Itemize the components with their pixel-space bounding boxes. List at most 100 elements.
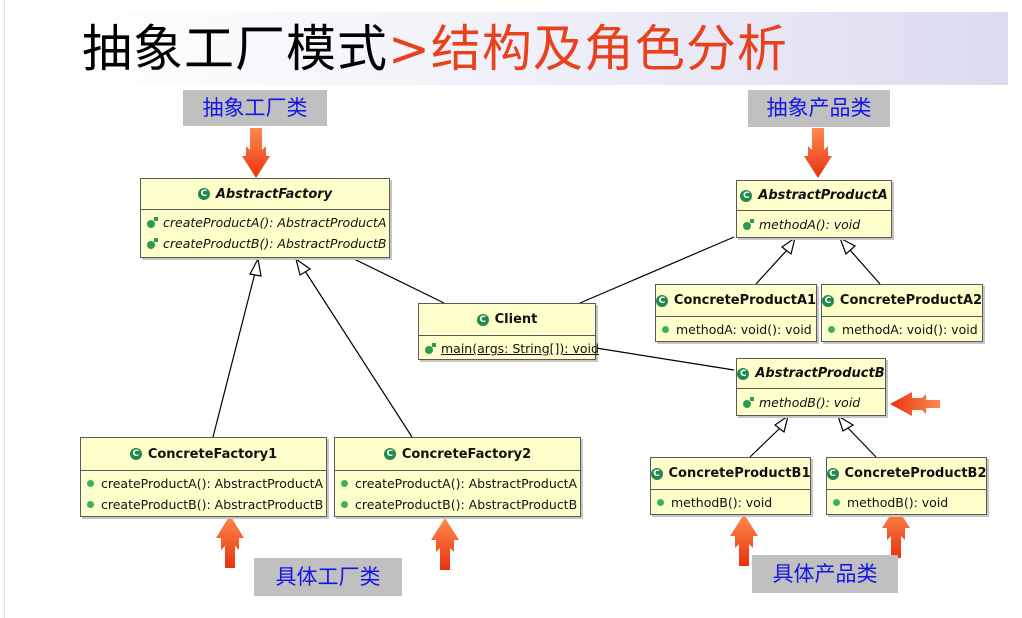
page-title: 抽象工厂模式>结构及角色分析: [82, 16, 788, 82]
label-abstract-product: 抽象产品类: [748, 90, 890, 127]
operation-text: methodB(): void: [671, 495, 773, 510]
title-main: 抽象工厂模式: [82, 20, 388, 78]
class-concrete-product-a1[interactable]: C ConcreteProductA1 methodA: void(): voi…: [655, 284, 817, 342]
arrow-to-abstract-product-a: [804, 128, 832, 178]
operation-text: createProductA(): AbstractProductA: [101, 476, 324, 491]
operation-row: methodB(): void: [737, 392, 885, 413]
class-concrete-product-b1[interactable]: C ConcreteProductB1 methodB(): void: [650, 457, 811, 515]
public-operation-icon: [833, 499, 840, 506]
operation-row: createProductA(): AbstractProductA: [335, 473, 580, 494]
class-concrete-product-b2[interactable]: C ConcreteProductB2 methodB(): void: [826, 457, 987, 515]
class-icon: C: [740, 189, 753, 202]
class-name: ConcreteFactory1: [147, 446, 278, 462]
public-operation-icon: [662, 326, 669, 333]
label-abstract-factory: 抽象工厂类: [183, 90, 327, 126]
operation-text: methodB(): void: [847, 495, 949, 510]
operation-text: methodB(): void: [759, 395, 861, 410]
class-concrete-factory1[interactable]: C ConcreteFactory1 createProductA(): Abs…: [80, 437, 327, 517]
operation-text: createProductA(): AbstractProductA: [163, 215, 387, 230]
operation-text: methodA(): void: [759, 217, 861, 232]
operation-row: methodA(): void: [737, 214, 891, 235]
operation-text: createProductA(): AbstractProductA: [355, 476, 578, 491]
title-sub: 结构及角色分析: [430, 20, 788, 78]
inherit-factory1: [212, 272, 256, 438]
class-abstract-product-b[interactable]: C AbstractProductB methodB(): void: [736, 358, 886, 416]
operation-text: methodA: void(): void: [676, 322, 812, 337]
class-name: ConcreteProductA2: [839, 293, 983, 308]
class-name: ConcreteProductB1: [668, 466, 811, 481]
class-concrete-product-a2[interactable]: C ConcreteProductA2 methodA: void(): voi…: [821, 284, 983, 342]
class-name: AbstractProductA: [758, 188, 888, 203]
class-abstract-product-a[interactable]: C AbstractProductA methodA(): void: [736, 180, 892, 238]
public-operation-icon: [87, 480, 94, 487]
page-left-rule: [4, 0, 5, 618]
operation-text: methodA: void(): void: [842, 322, 978, 337]
operation-text: main(args: String[]): void: [441, 341, 599, 356]
inherit-product-b1: [749, 427, 781, 458]
class-icon: C: [737, 367, 750, 380]
public-operation-icon: [341, 501, 348, 508]
inherit-product-a1-head: [780, 236, 796, 256]
operation-row: createProductB(): AbstractProductB: [335, 494, 580, 515]
inherit-product-a2-head: [838, 236, 857, 256]
inherit-product-a1: [755, 249, 788, 285]
class-concrete-factory2[interactable]: C ConcreteFactory2 createProductA(): Abs…: [334, 437, 581, 517]
static-operation-icon: [425, 343, 436, 354]
operation-row: createProductA(): AbstractProductA: [81, 473, 326, 494]
inherit-product-b2: [847, 427, 877, 458]
class-client[interactable]: C Client main(args: String[]): void: [418, 303, 599, 360]
arrow-to-concrete-factory1: [216, 515, 244, 568]
operation-text: createProductB(): AbstractProductB: [355, 497, 578, 512]
assoc-client-product-a: [579, 236, 735, 304]
class-icon: C: [476, 313, 489, 326]
inherit-factory2-head: [295, 257, 312, 276]
operation-row: createProductB(): AbstractProductB: [141, 233, 389, 254]
operation-row: createProductB(): AbstractProductB: [81, 494, 326, 515]
public-operation-icon: [87, 501, 94, 508]
class-icon: C: [826, 467, 839, 480]
class-abstract-factory[interactable]: C AbstractFactory createProductA(): Abst…: [140, 178, 390, 258]
operation-row: methodA: void(): void: [656, 319, 816, 340]
operation-row: createProductA(): AbstractProductA: [141, 212, 389, 233]
operation-row: methodA: void(): void: [822, 319, 982, 340]
class-icon: C: [650, 467, 663, 480]
class-icon: C: [129, 448, 142, 460]
label-concrete-factory: 具体工厂类: [254, 558, 402, 596]
class-name: ConcreteProductB2: [844, 466, 987, 481]
operation-row: main(args: String[]): void: [419, 338, 599, 359]
abstract-operation-icon: [743, 219, 754, 230]
abstract-operation-icon: [147, 238, 158, 249]
public-operation-icon: [657, 499, 664, 506]
assoc-client-product-b: [595, 347, 735, 371]
arrow-to-abstract-product-b: [890, 392, 940, 416]
abstract-operation-icon: [743, 397, 754, 408]
class-icon: C: [383, 448, 396, 460]
title-bar: [72, 12, 1008, 85]
inherit-product-b2-head: [836, 414, 855, 432]
arrow-to-concrete-product-b2: [882, 506, 910, 558]
title-separator: >: [388, 20, 431, 78]
public-operation-icon: [828, 326, 835, 333]
operation-text: createProductB(): AbstractProductB: [101, 497, 324, 512]
inherit-factory2: [304, 270, 413, 438]
class-name: ConcreteFactory2: [401, 446, 532, 462]
class-name: AbstractProductB: [755, 366, 885, 381]
class-icon: C: [655, 294, 668, 307]
abstract-operation-icon: [147, 217, 158, 228]
arrow-to-concrete-factory2: [431, 518, 459, 570]
class-icon: C: [197, 188, 210, 200]
inherit-product-b1-head: [773, 414, 789, 434]
arrow-to-abstract-factory: [242, 128, 270, 178]
operation-text: createProductB(): AbstractProductB: [163, 236, 387, 251]
inherit-factory1-head: [249, 257, 262, 277]
class-name: ConcreteProductA1: [673, 293, 817, 308]
class-icon: C: [821, 294, 834, 307]
class-name: AbstractFactory: [215, 186, 333, 202]
class-name: Client: [494, 312, 538, 327]
inherit-product-a2: [849, 249, 881, 285]
arrow-to-concrete-product-b1: [730, 514, 758, 566]
operation-row: methodB(): void: [827, 492, 986, 513]
assoc-client-factory: [351, 257, 445, 304]
public-operation-icon: [341, 480, 348, 487]
